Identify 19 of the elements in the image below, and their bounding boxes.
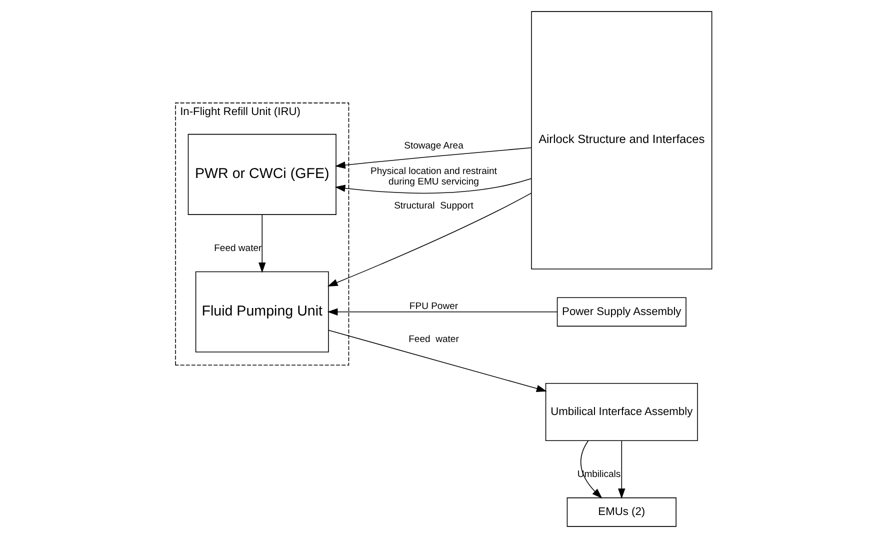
edge-label: Stowage Area: [404, 140, 463, 152]
arrow: [328, 330, 546, 392]
edge-label: Structural Support: [394, 200, 473, 212]
arrow: [618, 440, 625, 499]
edge-label: Feed water: [408, 334, 458, 345]
node-box: Umbilical Interface Assembly: [544, 383, 698, 441]
arrow: [326, 192, 532, 286]
arrow: [326, 308, 558, 316]
edge-label: Physical location and restraint during EMU servicing: [370, 166, 496, 188]
node-box: Fluid Pumping Unit: [194, 271, 328, 352]
node-box: PWR or CWCi (GFE): [187, 134, 336, 215]
arrow: [258, 214, 266, 273]
arrow: [334, 178, 532, 194]
node-box: EMUs (2): [566, 497, 676, 527]
node-box: Airlock Structure and Interfaces: [530, 11, 712, 270]
node-box: Power Supply Assembly: [556, 297, 686, 327]
arrow: [334, 147, 532, 169]
edge-label: Feed water: [214, 242, 262, 254]
edge-label: FPU Power: [408, 301, 458, 312]
